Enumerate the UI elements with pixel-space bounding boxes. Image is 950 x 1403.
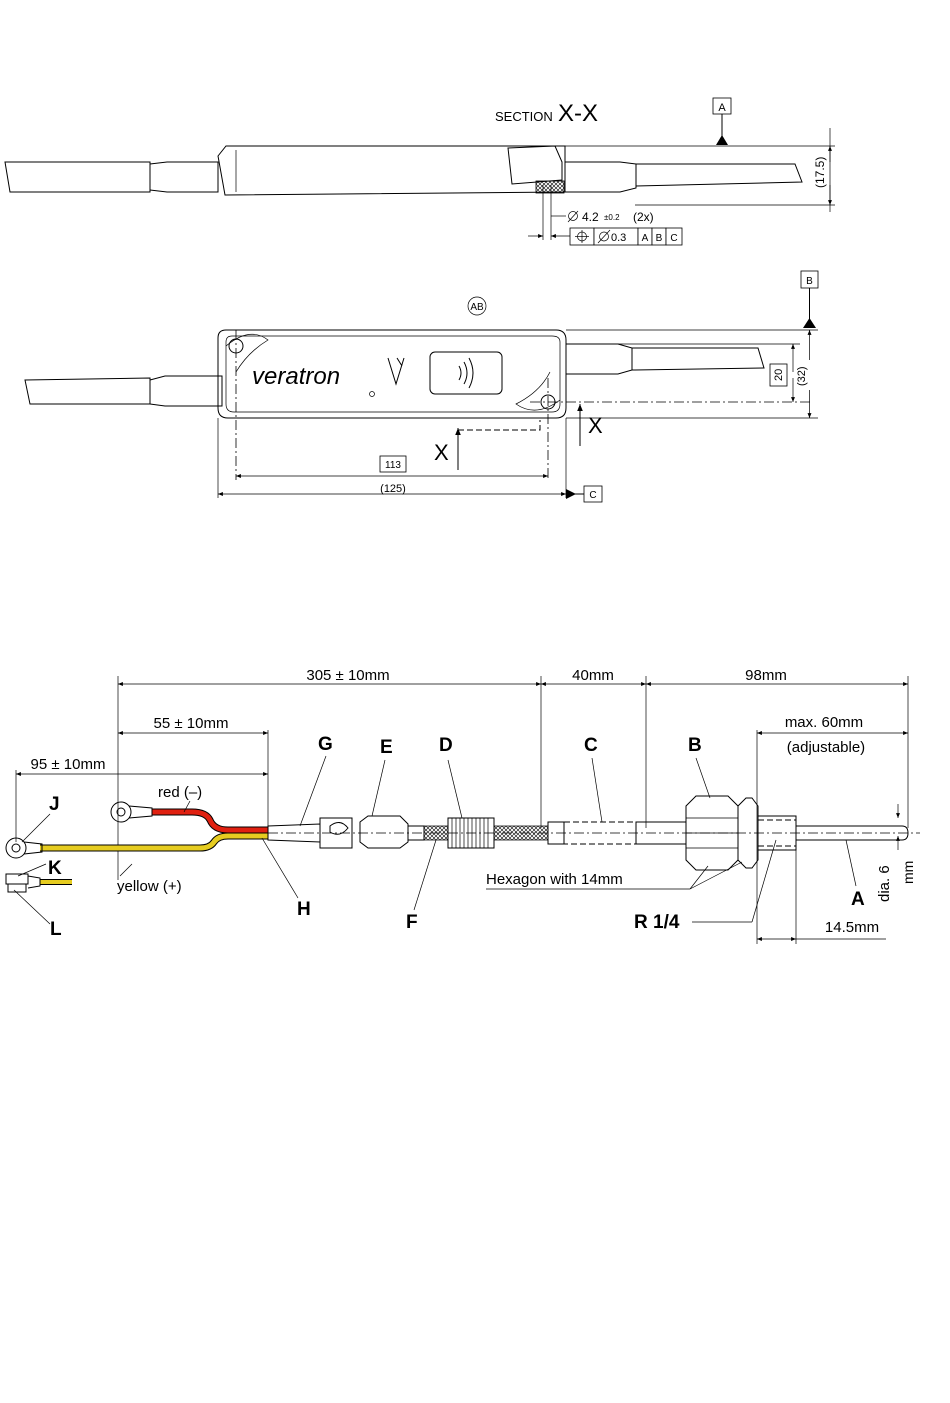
yellow-wire <box>40 836 268 848</box>
fcf-ref-a: A <box>642 233 649 244</box>
dim-40: 40mm <box>572 667 614 684</box>
cut-label-right: X <box>588 413 603 438</box>
tolerance-value: 0.3 <box>611 232 626 244</box>
dim-32: (32) <box>796 366 808 386</box>
datum-b-label: B <box>806 276 813 287</box>
sensor-end-cap <box>508 146 562 184</box>
dim-adjustable: (adjustable) <box>787 739 865 756</box>
right-cable <box>636 164 802 186</box>
nut-washer <box>6 874 40 892</box>
fcf-ref-b: B <box>656 233 663 244</box>
part-letter-c: C <box>584 735 598 756</box>
brand-logo: veratron <box>252 363 340 390</box>
part-letter-a: A <box>851 889 865 910</box>
part-letter-j: J <box>49 794 60 815</box>
left-cable-sleeve <box>150 162 218 192</box>
sensor-body-side <box>218 146 565 195</box>
right-cable-sleeve <box>565 162 636 192</box>
wire-red-label: red (–) <box>158 784 202 801</box>
dim-55: 55 ± 10mm <box>154 715 229 732</box>
part-letter-h: H <box>297 899 311 920</box>
datum-a-label: A <box>718 102 726 114</box>
part-letter-k: K <box>48 858 62 879</box>
sensor-top-view: B AB veratron <box>25 271 818 502</box>
hole-diameter: 4.2 <box>582 210 599 224</box>
dim-98: 98mm <box>745 667 787 684</box>
hexagon-note: Hexagon with 14mm <box>486 871 623 888</box>
section-hatch <box>536 181 564 193</box>
datum-a-triangle <box>716 135 728 145</box>
crimp-e <box>360 816 408 848</box>
nfc-button <box>430 352 502 394</box>
dim-305: 305 ± 10mm <box>306 667 389 684</box>
part-letter-g: G <box>318 734 333 755</box>
cut-label-left: X <box>434 440 449 465</box>
ring-terminal-red <box>111 802 152 822</box>
part-letter-b: B <box>688 735 702 756</box>
left-cable <box>5 162 150 192</box>
ring-terminal-yellow <box>6 838 42 858</box>
datum-b-triangle <box>803 318 816 328</box>
section-word: SECTION <box>495 109 553 124</box>
callout-ab: AB <box>470 302 484 313</box>
part-letter-e: E <box>380 737 393 758</box>
hole-tolerance: ±0.2 <box>604 213 620 222</box>
left-cable-sleeve-top <box>150 376 222 406</box>
section-id: X-X <box>558 100 598 127</box>
dim-17-5: (17.5) <box>813 157 827 188</box>
hole-count: (2x) <box>633 210 654 224</box>
probe-drawing: 305 ± 10mm 40mm 98mm 55 ± 10mm 95 ± 10mm… <box>6 667 920 944</box>
dia-unit: mm <box>900 861 916 884</box>
dim-14-5: 14.5mm <box>825 919 879 936</box>
nfc-wave-icon <box>459 358 473 388</box>
dim-20: 20 <box>773 369 785 381</box>
thread-label: R 1/4 <box>634 912 680 933</box>
right-cable-top <box>632 348 764 370</box>
part-letter-f: F <box>406 912 418 933</box>
datum-c-label: C <box>589 490 596 501</box>
brand-v-icon <box>388 358 404 384</box>
part-letter-l: L <box>50 919 62 940</box>
dim-max60: max. 60mm <box>785 714 863 731</box>
wire-yellow-label: yellow (+) <box>117 878 182 895</box>
section-cut-line <box>458 420 540 430</box>
sensor-side-view: SECTION X-X A (17.5) 4.2 ±0.2 <box>5 98 835 245</box>
dim-125: (125) <box>380 483 406 495</box>
fcf-ref-c: C <box>670 233 677 244</box>
dim-95: 95 ± 10mm <box>31 756 106 773</box>
right-cable-sleeve-top <box>566 344 632 374</box>
part-letter-d: D <box>439 735 453 756</box>
dim-113: 113 <box>385 460 401 471</box>
feature-control-frame: 0.3 A B C <box>570 228 682 245</box>
dia-label: dia. 6 <box>876 865 893 902</box>
left-cable-top <box>25 378 150 404</box>
